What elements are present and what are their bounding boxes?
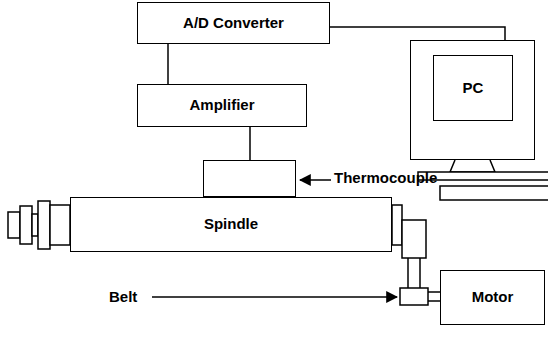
motor-shaft xyxy=(428,291,440,293)
spindle-end xyxy=(8,212,20,238)
spindle-flange xyxy=(50,205,70,245)
motor-pulley xyxy=(400,288,428,305)
signal-wire xyxy=(167,44,169,84)
node-label: Motor xyxy=(472,289,514,306)
adc-box: A/D Converter xyxy=(137,2,330,44)
node-label: A/D Converter xyxy=(183,15,284,32)
leader-arrow xyxy=(300,179,331,181)
motor-box: Motor xyxy=(440,270,545,325)
keyboard xyxy=(440,186,548,200)
leader-arrow xyxy=(152,296,397,298)
belt-line xyxy=(419,258,421,288)
node-label: Spindle xyxy=(204,216,258,233)
spindle-collar xyxy=(392,205,402,245)
node-label: Amplifier xyxy=(189,97,254,114)
spindle-body: Spindle xyxy=(70,197,392,252)
motor-shaft xyxy=(428,300,440,302)
spindle-flange xyxy=(38,201,50,249)
monitor-base xyxy=(418,172,548,180)
monitor-stand xyxy=(450,160,495,172)
amplifier-box: Amplifier xyxy=(137,84,307,127)
signal-wire xyxy=(330,27,505,40)
spindle-shaft xyxy=(32,214,38,236)
node-label: PC xyxy=(463,80,484,97)
thermocouple-box: Thermocouple xyxy=(203,160,296,197)
pc-screen: PC xyxy=(433,55,513,121)
spindle-collar xyxy=(20,206,32,244)
node-label: Thermocouple xyxy=(334,170,437,187)
pc-monitor: PC xyxy=(410,40,535,160)
signal-wire xyxy=(249,127,251,160)
part-label: Belt xyxy=(108,288,138,305)
spindle-pulley xyxy=(402,220,426,258)
belt-line xyxy=(407,258,409,288)
